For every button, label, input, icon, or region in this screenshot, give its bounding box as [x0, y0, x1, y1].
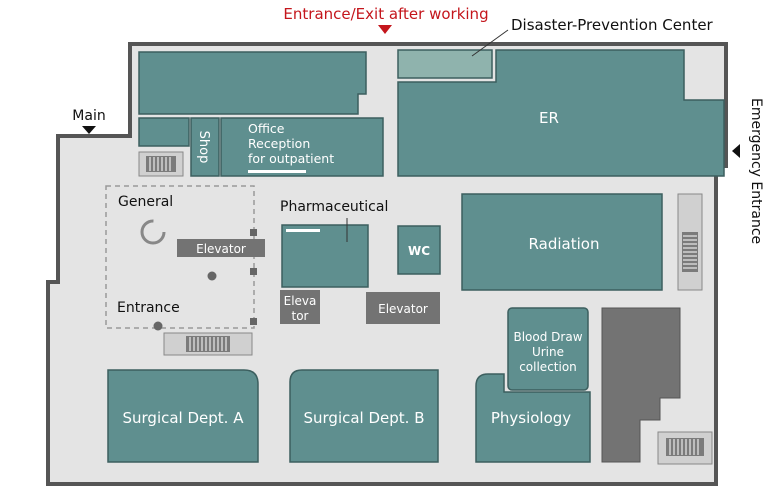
room-physiology	[475, 373, 591, 463]
service-area	[601, 307, 681, 463]
entrance-exit-label: Entrance/Exit after working	[283, 5, 488, 23]
emergency-entrance-label: Emergency Entrance	[748, 98, 764, 244]
triangle-arrow-icon	[732, 144, 740, 158]
area-label-general: General	[118, 194, 173, 210]
revolving-door-icon	[140, 219, 166, 245]
room-blood-draw	[507, 307, 589, 391]
room-disaster-prevention-center	[397, 49, 493, 79]
room-label-surgical-b: Surgical Dept. B	[303, 409, 424, 427]
column-marker	[250, 318, 257, 325]
room-small-left	[138, 117, 190, 147]
room-label-office-1: Office	[248, 121, 285, 136]
area-label-entrance: Entrance	[117, 300, 180, 316]
elevator-label-right: Elevator	[378, 302, 428, 316]
room-label-pharmaceutical: Pharmaceutical	[280, 199, 388, 215]
room-label-office-3: for outpatient	[248, 151, 334, 166]
stairs-icon	[677, 193, 703, 291]
elevator-label-left: Elevator	[196, 242, 246, 256]
elevator-middle	[280, 290, 320, 324]
column-marker	[250, 229, 257, 236]
room-label-surgical-a: Surgical Dept. A	[123, 409, 245, 427]
pharmacy-counter-marker	[286, 229, 320, 232]
room-label-shop: Shop	[196, 131, 211, 164]
reception-desk-marker	[248, 170, 306, 173]
disaster-center-label: Disaster-Prevention Center	[511, 16, 714, 34]
stairs-icon	[138, 151, 184, 177]
room-radiation	[461, 193, 663, 291]
elevator-right	[366, 292, 440, 324]
room-label-blood-2: Urine	[532, 345, 564, 359]
column-marker	[250, 268, 257, 275]
room-label-blood-3: collection	[519, 360, 577, 374]
triangle-arrow-icon	[82, 126, 96, 134]
room-er	[397, 49, 725, 177]
room-label-physiology: Physiology	[491, 409, 571, 427]
room-shop	[190, 117, 220, 177]
room-label-wc: WC	[408, 244, 430, 258]
column-marker	[153, 321, 163, 331]
disaster-center-leader-line	[471, 29, 509, 57]
room-office-reception	[220, 117, 384, 177]
main-label: Main	[72, 108, 105, 124]
stairs-icon	[163, 332, 253, 356]
room-label-radiation: Radiation	[529, 235, 600, 253]
triangle-arrow-icon	[378, 25, 392, 34]
room-label-blood-1: Blood Draw	[513, 330, 582, 344]
elevator-label-middle-2: tor	[292, 309, 309, 323]
room-label-er: ER	[539, 109, 559, 127]
elevator-left	[177, 239, 265, 257]
room-surgical-a	[107, 369, 259, 463]
room-pharmaceutical	[281, 224, 369, 288]
room-surgical-b	[289, 369, 439, 463]
stairs-icon	[657, 431, 713, 465]
room-top-left-block	[138, 51, 367, 115]
elevator-label-middle-1: Eleva	[284, 294, 317, 308]
room-wc	[397, 225, 441, 275]
column-marker	[207, 271, 217, 281]
room-label-office-2: Reception	[248, 136, 310, 151]
